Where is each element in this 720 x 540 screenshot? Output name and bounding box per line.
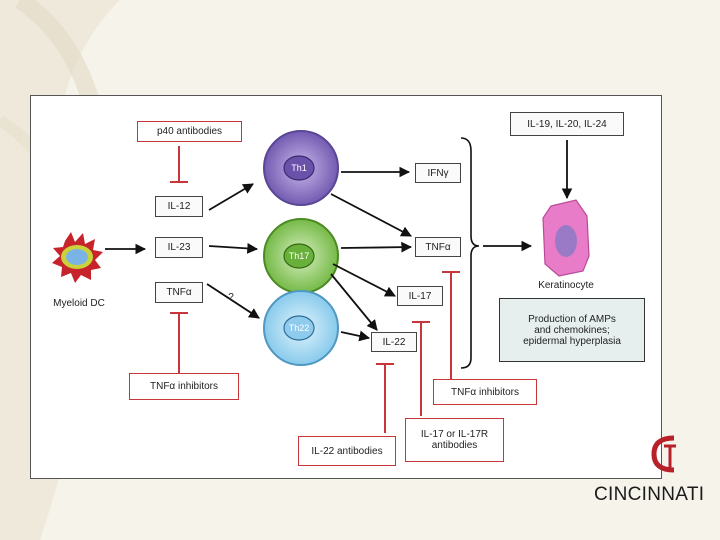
tnf-inhibitors-left-label: TNFα inhibitors [149,381,219,392]
th22-label: Th22 [288,323,310,333]
keratinocyte-cell [542,199,590,277]
th17-label: Th17 [288,251,310,261]
il17-box: IL-17 [397,286,443,306]
il23-box: IL-23 [155,237,203,258]
myeloid-dc-cell [52,232,103,283]
th1-label: Th1 [291,163,307,173]
keratinocyte-label: Keratinocyte [538,280,594,291]
il12-box: IL-12 [155,196,203,217]
il17-antibodies-line1: IL-17 or IL-17R [420,429,489,440]
il22-antibodies-label: IL-22 antibodies [311,445,383,457]
cincinnati-logo-mark [651,435,676,473]
diagram-figure: p40 antibodies TNFα inhibitors TNFα inhi… [30,95,662,479]
outcome-line1: Production of AMPs [528,313,616,325]
tnf-inhibitors-right-box: TNFα inhibitors [433,379,537,405]
il19-il20-il24-label: IL-19, IL-20, IL-24 [527,118,607,130]
ifng-label: IFNγ [427,167,449,179]
th17-cell [263,218,339,294]
ifng-box: IFNγ [415,163,461,183]
il17-antibodies-box: IL-17 or IL-17R antibodies [405,418,504,462]
il22-label: IL-22 [382,336,406,348]
th22-cell [263,290,339,366]
il12-label: IL-12 [167,201,191,212]
tnf-inhibitors-left-box: TNFα inhibitors [129,373,239,400]
diagram-arrows [52,130,590,433]
outcome-line2: and chemokines; [534,324,610,336]
th1-cell [263,130,339,206]
tnfa-right-label: TNFα [425,241,451,253]
tnfa-left-label: TNFα [166,287,192,298]
p40-antibodies-box: p40 antibodies [137,121,242,142]
outcome-box: Production of AMPs and chemokines; epide… [499,298,645,362]
outcome-line3: epidermal hyperplasia [523,335,621,347]
question-mark: ? [228,292,234,303]
p40-antibodies-label: p40 antibodies [156,126,223,137]
il17-antibodies-line2: antibodies [431,440,478,451]
response-bracket [460,137,480,369]
cincinnati-logo-text: CINCINNATI [594,484,705,505]
il19-il20-il24-box: IL-19, IL-20, IL-24 [510,112,624,136]
myeloid-dc-label: Myeloid DC [53,298,105,309]
tnfa-right-box: TNFα [415,237,461,257]
il17-label: IL-17 [408,290,432,302]
il22-antibodies-box: IL-22 antibodies [298,436,396,466]
tnfa-left-box: TNFα [155,282,203,303]
tnf-inhibitors-right-label: TNFα inhibitors [450,386,520,398]
il23-label: IL-23 [167,242,191,253]
il22-box: IL-22 [371,332,417,352]
